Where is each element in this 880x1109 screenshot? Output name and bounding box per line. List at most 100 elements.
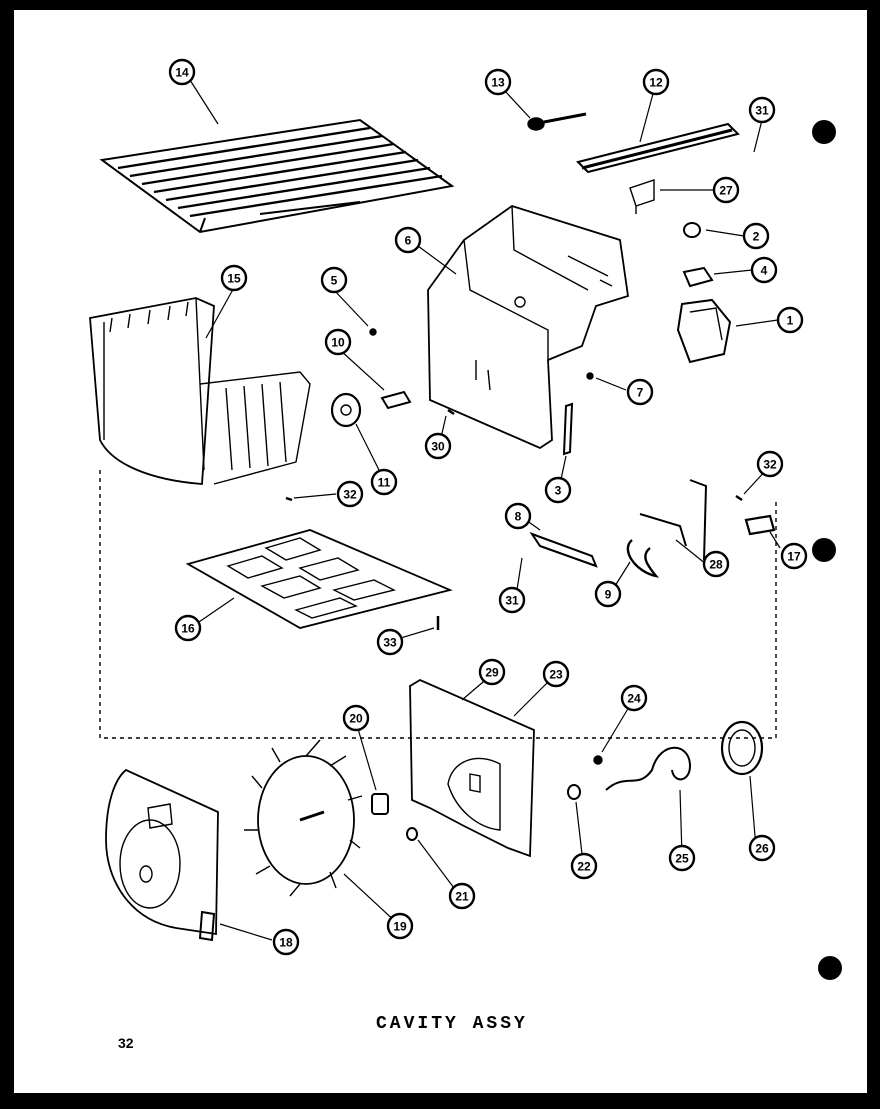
callout-label: 10 [331,336,345,350]
callout-21: 21 [448,882,476,910]
callout-32: 32 [756,450,784,478]
callout-label: 22 [577,860,591,874]
callout-label: 12 [649,76,663,90]
callout-label: 6 [405,234,412,248]
part-13-probe [527,112,587,131]
callout-9: 9 [594,580,622,608]
part-12-channel [576,122,740,174]
callout-label: 17 [787,550,801,564]
callout-17: 17 [780,542,808,570]
callout-20: 20 [342,704,370,732]
part-8-latch [529,532,598,568]
callout-label: 24 [627,692,641,706]
part-9-hook [626,539,659,578]
leader-lines [189,79,781,941]
part-28-switch [639,479,708,561]
callout-33: 33 [376,628,404,656]
callout-label: 33 [383,636,397,650]
diagram-title: CAVITY ASSY [376,1014,528,1034]
page-number: 32 [118,1035,134,1051]
callout-8: 8 [504,502,532,530]
part-24-screw [593,755,603,765]
callout-4: 4 [750,256,778,284]
callout-label: 25 [675,852,689,866]
callout-16: 16 [174,614,202,642]
callout-label: 32 [343,488,357,502]
part-16-plate [185,529,453,629]
part-32-screw-a [285,496,293,502]
part-26-cover [720,720,764,776]
part-17-switch [744,514,776,536]
part-2-button [683,222,701,238]
part-30-screw [447,408,455,416]
exploded-parts-diagram: 1413123127241651510117303323281728319163… [89,58,842,980]
callout-12: 12 [642,68,670,96]
callout-label: 1 [787,314,794,328]
callout-label: 7 [637,386,644,400]
callout-26: 26 [748,834,776,862]
callout-label: 31 [755,104,769,118]
part-29-panel [409,678,535,858]
callout-label: 30 [431,440,445,454]
callout-13: 13 [484,68,512,96]
part-3-rod [562,402,574,456]
callout-23: 23 [542,660,570,688]
part-21-washer [406,827,418,841]
callout-label: 14 [175,66,189,80]
callout-28: 28 [702,550,730,578]
callout-label: 28 [709,558,723,572]
callout-label: 9 [605,588,612,602]
callout-label: 11 [378,476,391,490]
callout-5: 5 [320,266,348,294]
registration-dot-1 [812,120,836,144]
callout-10: 10 [324,328,352,356]
callout-14: 14 [168,58,196,86]
callout-label: 26 [755,842,769,856]
registration-dot-3 [818,956,842,980]
callout-label: 5 [331,274,338,288]
part-18-housing [105,768,219,942]
part-1-timer [676,298,732,364]
part-25-wire [605,746,692,791]
callout-7: 7 [626,378,654,406]
callout-32: 32 [336,480,364,508]
callout-label: 2 [753,230,760,244]
callout-label: 16 [181,622,195,636]
callout-18: 18 [272,928,300,956]
callout-24: 24 [620,684,648,712]
part-14-grille [99,118,455,234]
callout-3: 3 [544,476,572,504]
callout-29: 29 [478,658,506,686]
callout-30: 30 [424,432,452,460]
callout-31: 31 [748,96,776,124]
assembly-outline [99,470,777,739]
callout-label: 18 [279,936,293,950]
callout-label: 4 [761,264,768,278]
callout-1: 1 [776,306,804,334]
part-10-shaft [380,390,412,410]
part-22-nut [567,784,581,800]
callout-label: 13 [491,76,505,90]
callout-2: 2 [742,222,770,250]
registration-dot-2 [812,538,836,562]
part-27-bracket [629,179,655,214]
callout-label: 23 [549,668,563,682]
callout-label: 8 [515,510,522,524]
callout-label: 21 [455,890,469,904]
callout-label: 29 [485,666,499,680]
part-7-screw [586,372,594,380]
callout-11: 11 [370,468,398,496]
part-32-screw-b [735,494,743,502]
part-15-shroud [89,297,311,485]
callout-label: 27 [719,184,733,198]
part-20-bearing [371,793,389,815]
callout-31: 31 [498,586,526,614]
callout-label: 20 [349,712,363,726]
callout-label: 15 [227,272,241,286]
callout-27: 27 [712,176,740,204]
callout-15: 15 [220,264,248,292]
callout-label: 31 [505,594,519,608]
callout-label: 32 [763,458,777,472]
